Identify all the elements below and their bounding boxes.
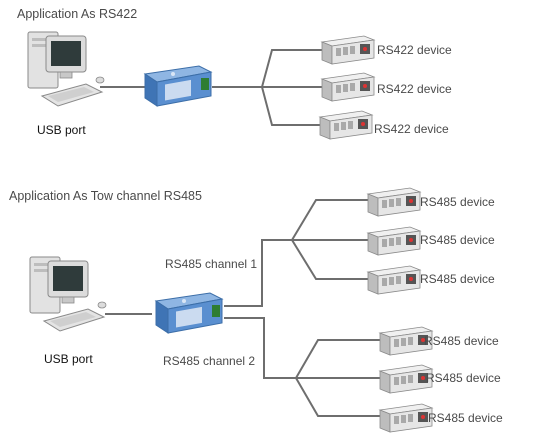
rs422-branch-3 xyxy=(261,86,322,126)
computer-icon-2 xyxy=(29,256,107,332)
channel1-label: RS485 channel 1 xyxy=(165,257,258,271)
rs485-ch1-device-icon-2 xyxy=(367,226,421,256)
rs422-branch-1 xyxy=(261,49,322,88)
rs485-ch2-device-label-1: RS485 device xyxy=(424,334,499,348)
section2-title: Application As Tow channel RS485 xyxy=(9,189,202,203)
rs485-ch2-device-label-3: RS485 device xyxy=(428,411,503,425)
rs422-device-label-1: RS422 device xyxy=(377,43,452,57)
rs485-ch2-device-icon-2 xyxy=(379,364,433,394)
channel1-branch-1 xyxy=(291,199,368,241)
rs422-device-icon-1 xyxy=(321,35,375,65)
rs485-ch1-device-label-2: RS485 device xyxy=(420,233,495,247)
rs485-ch2-device-label-2: RS485 device xyxy=(426,371,501,385)
channel2-branch-1 xyxy=(295,339,380,379)
channel1-branch-3 xyxy=(291,239,368,280)
rs485-ch1-device-label-3: RS485 device xyxy=(420,272,495,286)
converter-icon-1 xyxy=(144,65,212,107)
channel2-trunk xyxy=(224,317,380,379)
section1-usb-label: USB port xyxy=(37,123,86,137)
section1-title: Application As RS422 xyxy=(17,7,138,21)
rs422-device-label-3: RS422 device xyxy=(374,122,449,136)
section2-usb-label: USB port xyxy=(44,352,93,366)
rs485-ch1-device-icon-1 xyxy=(367,187,421,217)
converter-icon-2 xyxy=(155,292,223,334)
section2-wires xyxy=(105,199,380,417)
channel2-label: RS485 channel 2 xyxy=(163,354,256,368)
channel1-trunk xyxy=(224,239,368,307)
rs485-ch1-device-icon-3 xyxy=(367,265,421,295)
rs422-device-label-2: RS422 device xyxy=(377,82,452,96)
rs422-device-icon-2 xyxy=(321,72,375,102)
rs485-ch2-device-icon-3 xyxy=(379,403,433,433)
section1-wires xyxy=(100,49,322,126)
channel2-branch-3 xyxy=(295,377,380,417)
rs422-device-icon-3 xyxy=(319,110,373,140)
computer-icon-1 xyxy=(27,31,105,107)
rs485-ch1-device-label-1: RS485 device xyxy=(420,195,495,209)
